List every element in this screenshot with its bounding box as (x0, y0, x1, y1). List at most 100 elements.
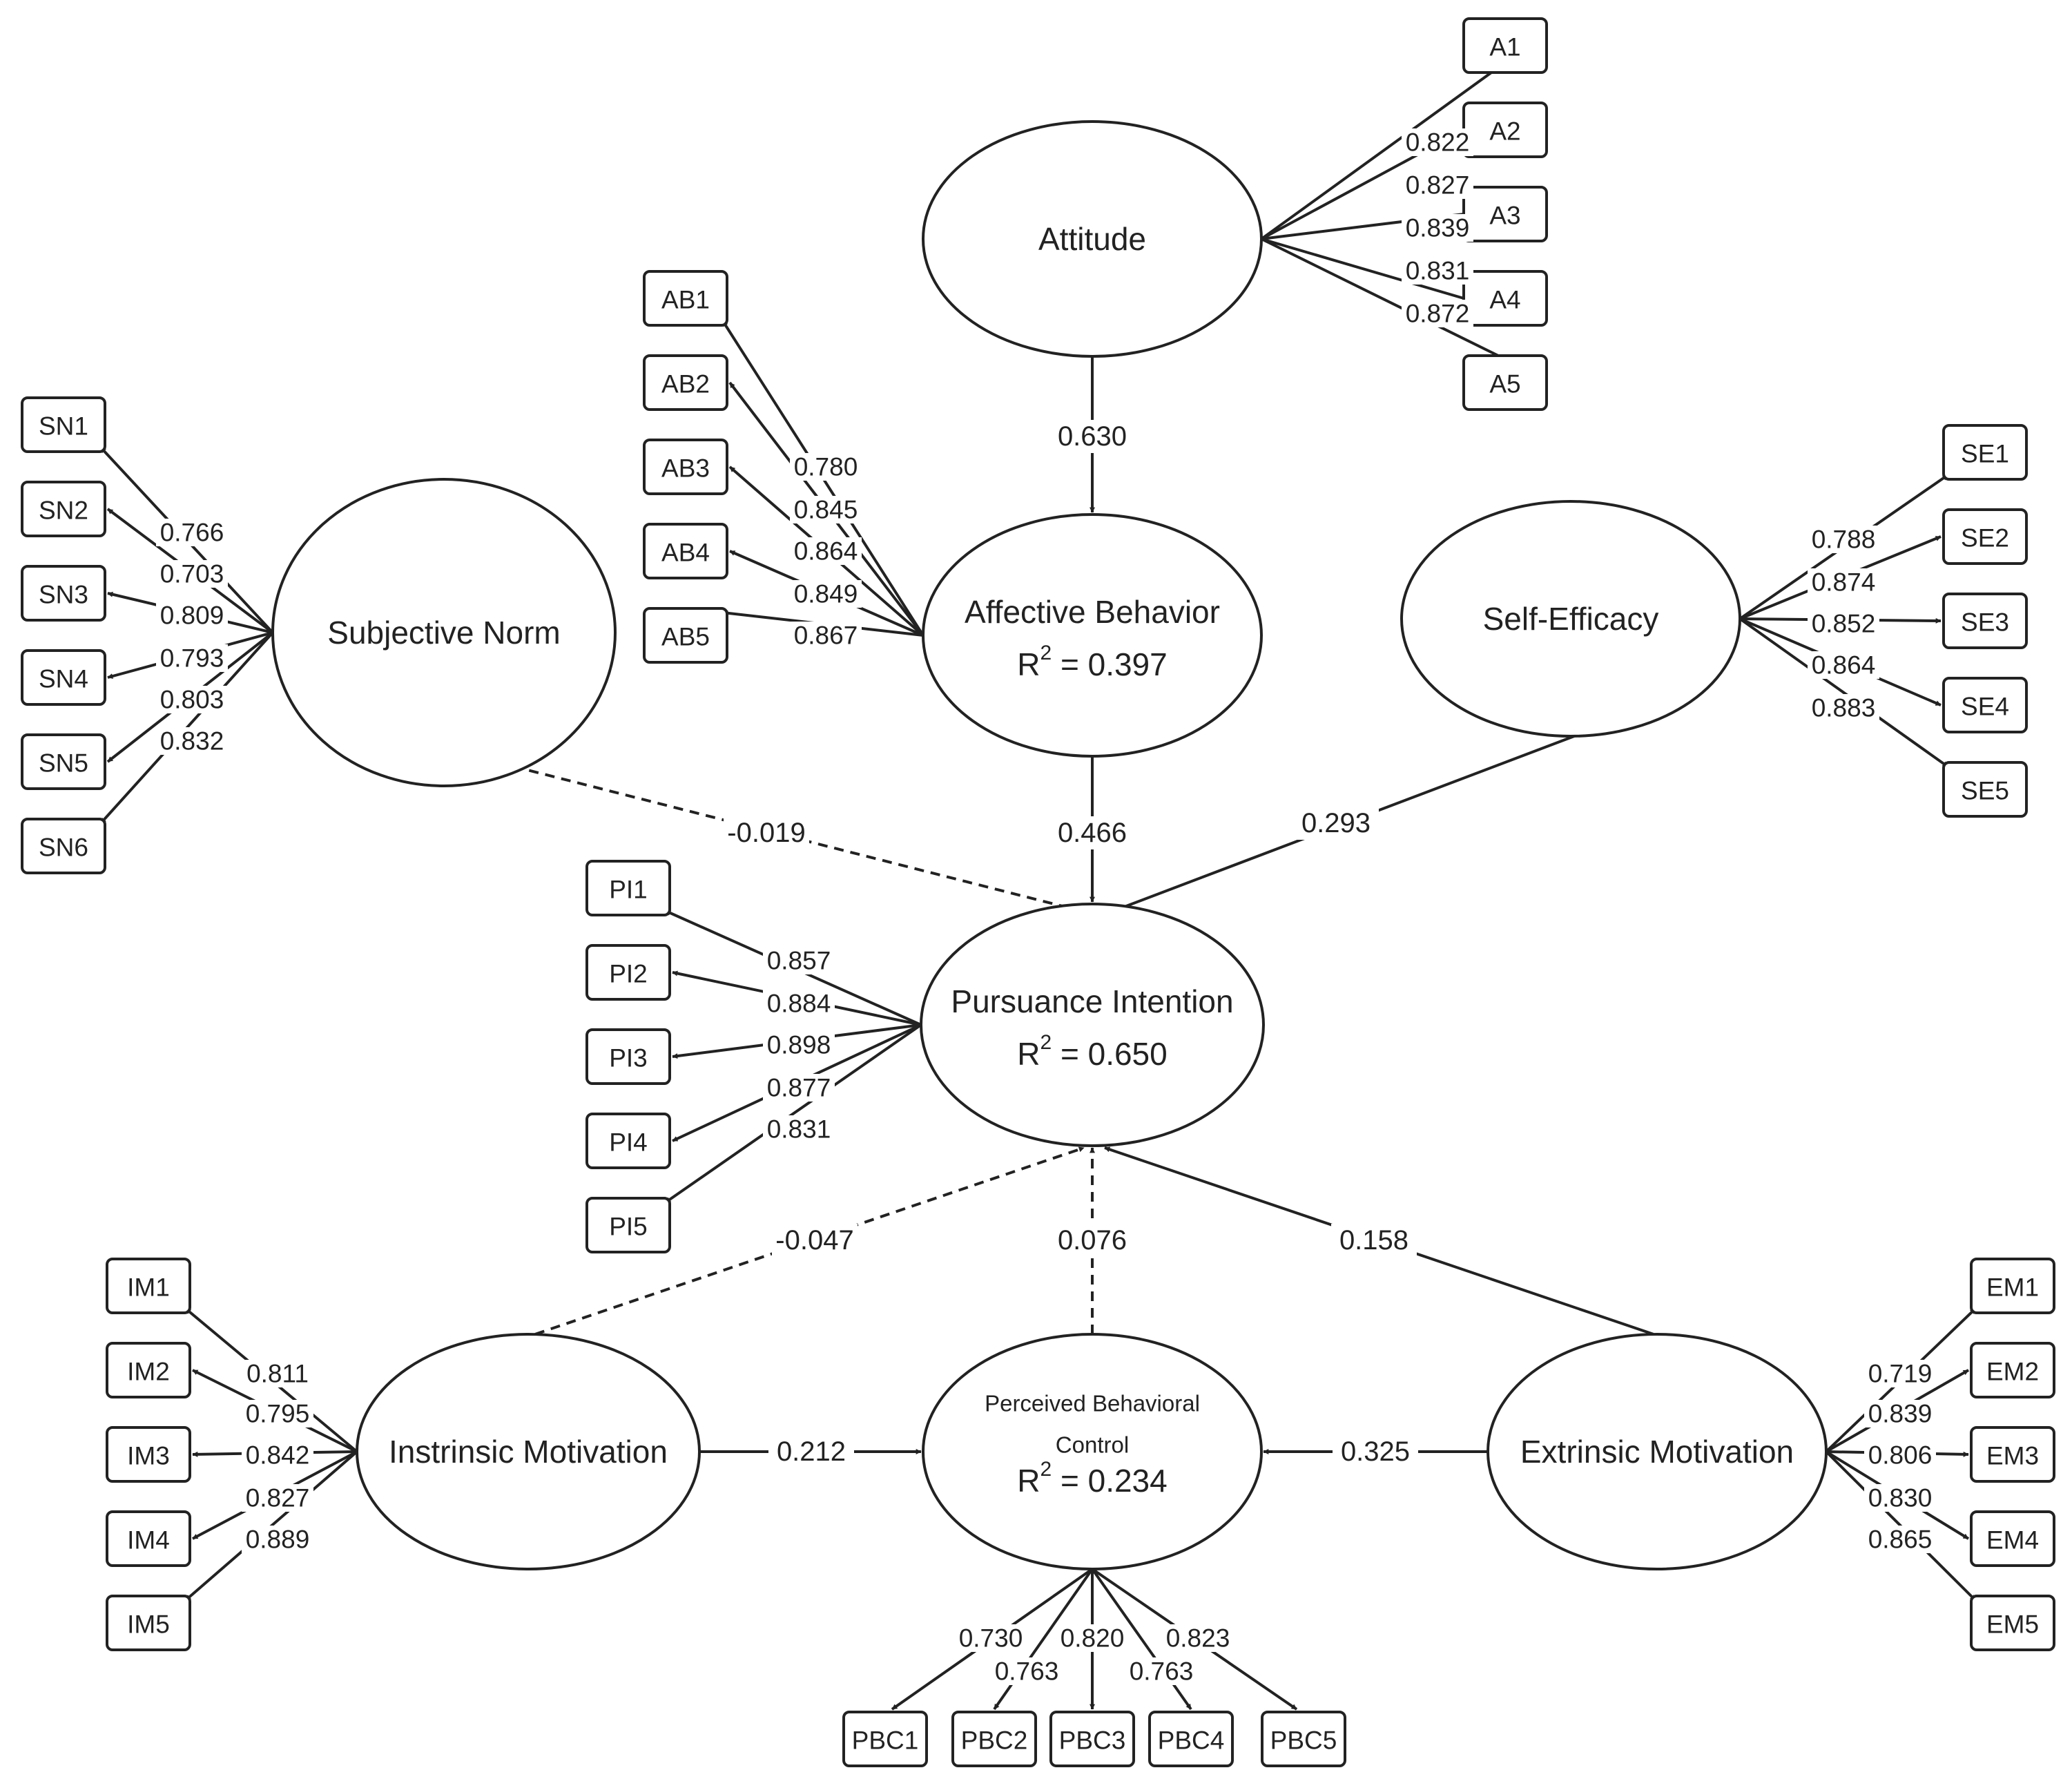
indicator-label-im1: IM1 (127, 1273, 170, 1302)
loading-edge-a1 (1260, 71, 1493, 240)
path-em-to-pi-coefficient: 0.158 (1339, 1225, 1408, 1256)
path-im-to-pbc-label-bg (768, 1435, 854, 1468)
loading-label-bg (1402, 300, 1473, 327)
construct-pbc-r-squared: R2 = 0.234 (1017, 1458, 1167, 1499)
loading-label-bg (955, 1624, 1027, 1652)
loading-edge-pbc4 (1091, 1568, 1192, 1711)
path-ab-to-pi-coefficient: 0.466 (1058, 818, 1127, 848)
indicator-label-se1: SE1 (1961, 440, 2009, 468)
construct-im-ellipse (356, 1333, 701, 1570)
loading-label-se4: 0.864 (1812, 651, 1876, 680)
loading-label-bg (242, 1484, 313, 1512)
path-im-to-pi-coefficient: -0.047 (775, 1225, 853, 1256)
indicator-label-a1: A1 (1489, 33, 1520, 61)
loading-label-im5: 0.889 (246, 1526, 310, 1554)
loading-label-bg (1056, 1624, 1128, 1652)
construct-pi-ellipse (920, 903, 1265, 1147)
loading-label-bg (156, 644, 228, 672)
loading-label-bg (1808, 651, 1879, 679)
loading-label-bg (156, 519, 228, 546)
indicator-label-sn6: SN6 (39, 834, 88, 862)
indicator-label-im3: IM3 (127, 1442, 170, 1470)
loading-label-bg (1808, 568, 1879, 596)
loading-edge-pbc2 (993, 1568, 1094, 1711)
indicator-box-pi5 (585, 1197, 671, 1253)
indicator-box-em3 (1970, 1426, 2055, 1483)
construct-pbc-ellipse (922, 1333, 1263, 1570)
construct-sn-name: Subjective Norm (327, 615, 560, 651)
indicator-label-ab2: AB2 (661, 370, 710, 398)
indicator-box-se5 (1942, 761, 2028, 818)
loading-label-a2: 0.827 (1406, 171, 1470, 200)
indicator-label-se4: SE4 (1961, 693, 2009, 721)
indicator-box-pbc1 (842, 1711, 928, 1767)
loading-label-bg (1402, 128, 1473, 156)
loading-label-bg (156, 686, 228, 713)
construct-pbc-name-line: Perceived Behavioral (985, 1391, 1200, 1416)
loading-label-bg (790, 496, 862, 523)
construct-sn-ellipse (271, 478, 617, 787)
path-pbc-to-pi-coefficient: 0.076 (1058, 1225, 1127, 1256)
indicator-label-sn4: SN4 (39, 665, 88, 693)
construct-ab-name: Affective Behavior (965, 594, 1220, 630)
path-sn-to-pi-label-bg (724, 816, 809, 849)
indicator-box-im5 (106, 1595, 191, 1651)
indicator-label-pbc1: PBC1 (852, 1727, 919, 1755)
indicator-label-sn2: SN2 (39, 497, 88, 525)
construct-im-name: Instrinsic Motivation (389, 1434, 668, 1470)
indicator-box-pi3 (585, 1028, 671, 1085)
path-sn-to-pi-coefficient: -0.019 (727, 818, 805, 848)
loading-label-bg (991, 1657, 1063, 1685)
loading-label-pi3: 0.898 (767, 1031, 831, 1059)
loading-label-pi4: 0.877 (767, 1074, 831, 1102)
loading-label-bg (242, 1360, 313, 1387)
loading-label-bg (242, 1441, 313, 1469)
loading-label-bg (1808, 610, 1879, 637)
loading-edge-a4 (1261, 238, 1464, 300)
indicator-label-em2: EM2 (1986, 1358, 2039, 1386)
indicator-label-sn5: SN5 (39, 749, 88, 778)
indicator-box-ab1 (643, 270, 728, 327)
indicator-label-pi5: PI5 (609, 1213, 648, 1241)
loading-label-em5: 0.865 (1868, 1526, 1933, 1554)
loading-label-bg (1864, 1360, 1936, 1387)
loading-label-ab4: 0.849 (794, 580, 858, 608)
loading-label-bg (1162, 1624, 1234, 1652)
indicator-box-pbc4 (1148, 1711, 1234, 1767)
loading-label-bg (156, 727, 228, 755)
construct-se-name: Self-Efficacy (1483, 601, 1659, 637)
loading-label-a1: 0.822 (1406, 128, 1470, 157)
path-im-to-pbc-coefficient: 0.212 (777, 1436, 846, 1467)
loading-label-bg (763, 1031, 835, 1059)
loading-label-bg (790, 580, 862, 608)
loading-label-sn1: 0.766 (160, 519, 224, 547)
loading-label-bg (242, 1400, 313, 1427)
loading-label-bg (1402, 171, 1473, 199)
indicator-label-sn3: SN3 (39, 581, 88, 609)
loading-label-bg (1864, 1526, 1936, 1553)
construct-pi-r-squared: R2 = 0.650 (1017, 1031, 1167, 1072)
indicator-label-a3: A3 (1489, 202, 1520, 230)
loading-label-se1: 0.788 (1812, 526, 1876, 554)
loading-label-im4: 0.827 (246, 1484, 310, 1512)
loading-label-sn5: 0.803 (160, 686, 224, 714)
indicator-label-em3: EM3 (1986, 1442, 2039, 1470)
construct-at-name: Attitude (1038, 221, 1146, 257)
indicator-box-ab3 (643, 439, 728, 495)
path-se-to-pi-coefficient: 0.293 (1301, 808, 1371, 838)
loading-label-sn2: 0.703 (160, 560, 224, 588)
loading-label-bg (1864, 1484, 1936, 1512)
indicator-label-a5: A5 (1489, 370, 1520, 398)
loading-label-bg (1864, 1400, 1936, 1427)
indicator-box-ab5 (643, 607, 728, 664)
indicator-label-ab4: AB4 (661, 539, 710, 567)
loading-label-bg (1808, 526, 1879, 553)
indicator-label-im4: IM4 (127, 1526, 170, 1555)
loading-label-im1: 0.811 (246, 1360, 309, 1388)
indicator-box-im4 (106, 1510, 191, 1567)
indicator-label-em5: EM5 (1986, 1610, 2039, 1639)
indicator-box-se1 (1942, 424, 2028, 481)
indicator-box-em5 (1970, 1595, 2055, 1651)
indicator-label-pbc2: PBC2 (961, 1727, 1028, 1755)
loading-label-bg (763, 1074, 835, 1102)
